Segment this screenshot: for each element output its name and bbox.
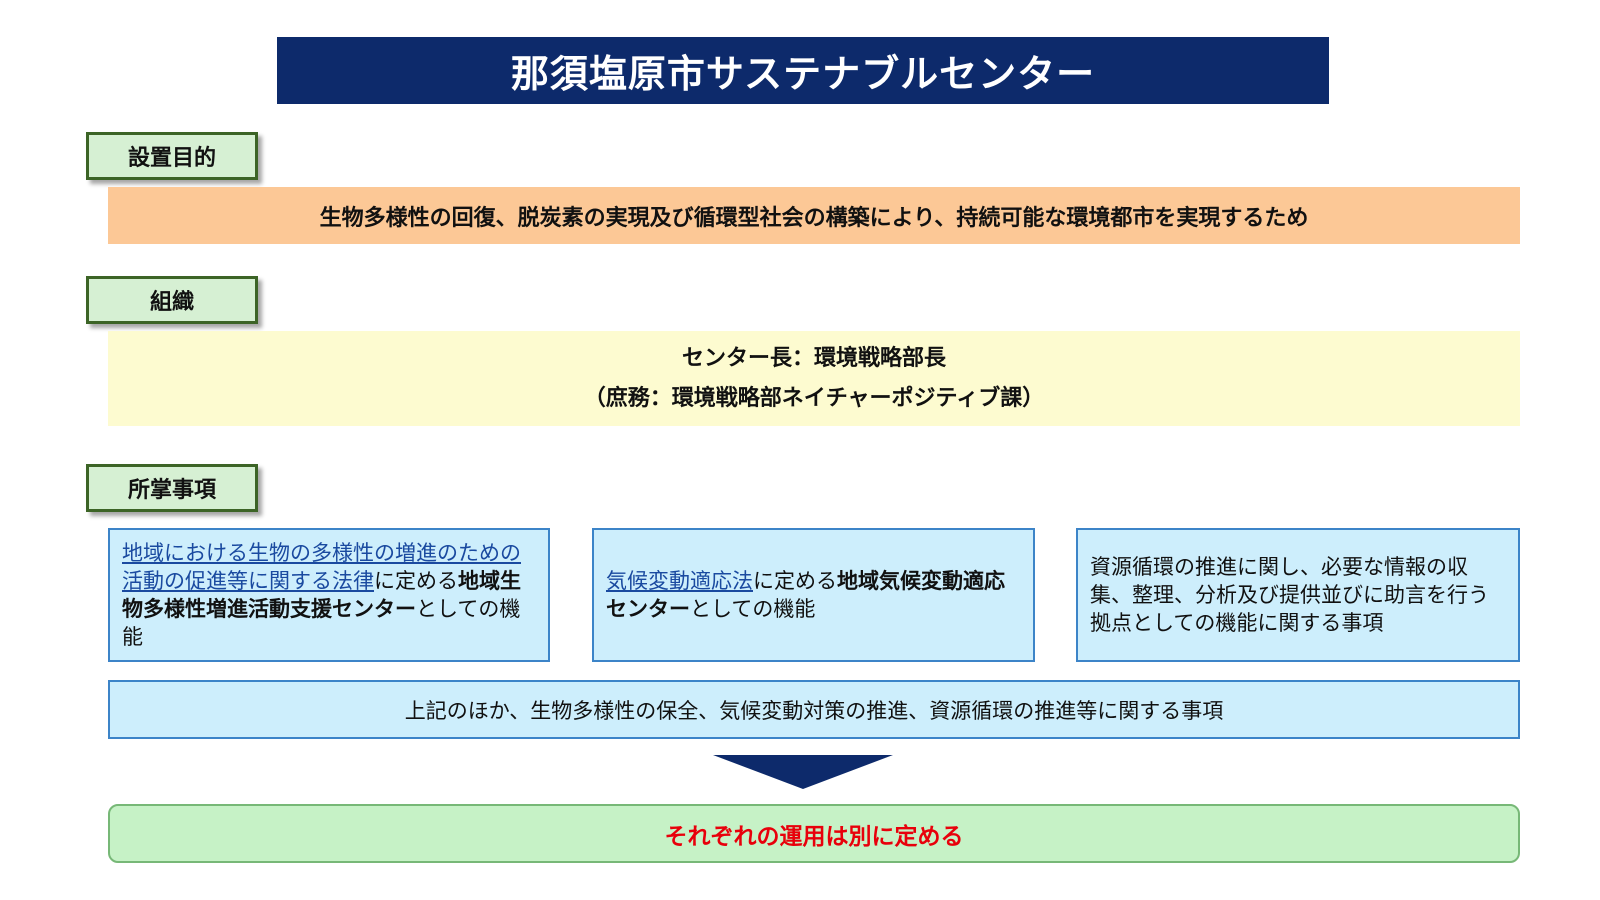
duty2-text-2: としての機能 [690,597,816,621]
climate-law-link[interactable]: 気候変動適応法 [606,569,753,593]
duty-box-resource: 資源循環の推進に関し、必要な情報の収集、整理、分析及び提供並びに助言を行う拠点と… [1076,528,1520,662]
duty-box-climate: 気候変動適応法に定める地域気候変動適応センターとしての機能 [592,528,1035,662]
organization-box: センター長：環境戦略部長 （庶務：環境戦略部ネイチャーポジティブ課） [108,331,1520,426]
duty2-center-name: 地域気候変動適応センター [606,569,1005,621]
section-label-purpose: 設置目的 [86,132,258,180]
section-label-organization: 組織 [86,276,258,324]
organization-head: センター長：環境戦略部長 [681,345,946,371]
section-label-duties: 所掌事項 [86,464,258,512]
page-title: 那須塩原市サステナブルセンター [277,37,1329,104]
other-duties-box: 上記のほか、生物多様性の保全、気候変動対策の推進、資源循環の推進等に関する事項 [108,680,1520,739]
conclusion-box: それぞれの運用は別に定める [108,804,1520,863]
duty1-text-2: としての機能 [122,597,521,649]
purpose-text: 生物多様性の回復、脱炭素の実現及び循環型社会の構築により、持続可能な環境都市を実… [108,187,1520,244]
organization-office: （庶務：環境戦略部ネイチャーポジティブ課） [583,385,1045,411]
biodiversity-law-link[interactable]: 地域における生物の多様性の増進のための活動の促進等に関する法律 [122,541,521,593]
duty3-text: 資源循環の推進に関し、必要な情報の収集、整理、分析及び提供並びに助言を行う拠点と… [1090,555,1489,635]
down-arrow-icon [713,755,893,789]
duty-box-biodiversity: 地域における生物の多様性の増進のための活動の促進等に関する法律に定める地域生物多… [108,528,550,662]
duty2-text-1: に定める [753,569,837,593]
duty1-text-1: に定める [374,569,458,593]
duty1-center-name: 地域生物多様性増進活動支援センター [122,569,521,621]
